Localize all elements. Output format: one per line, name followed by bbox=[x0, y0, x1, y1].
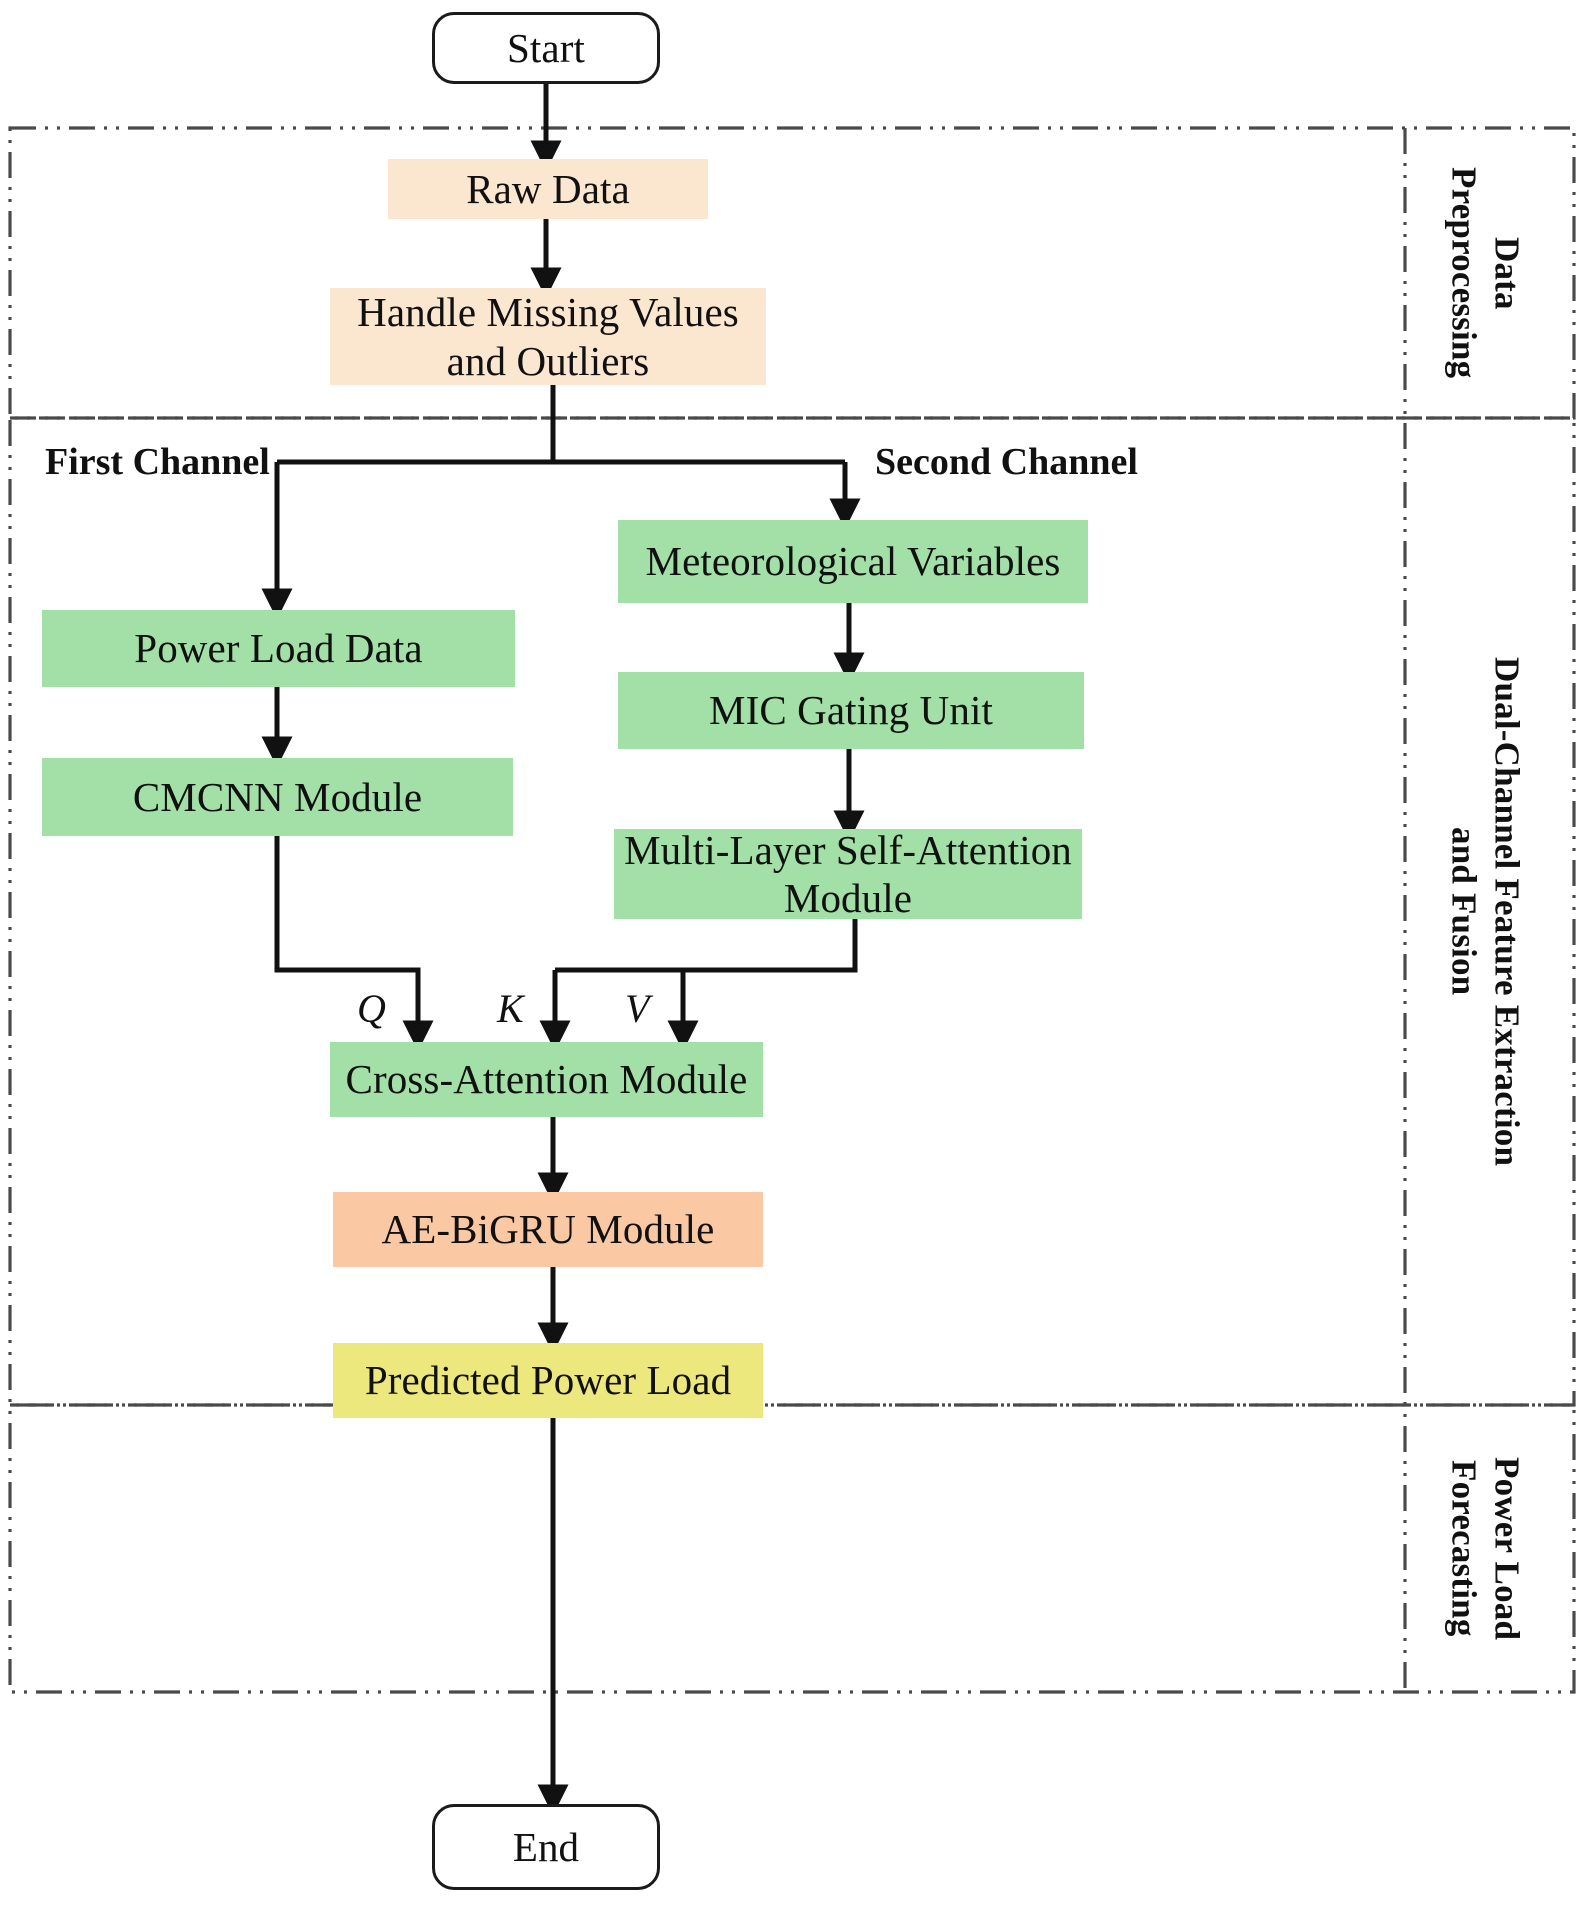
region-border-power-load-forecasting bbox=[8, 1403, 1576, 1694]
node-multi-layer-self-attention-label: Multi-Layer Self-Attention Module bbox=[624, 826, 1072, 921]
node-mic-gating-unit[interactable]: MIC Gating Unit bbox=[618, 672, 1084, 749]
region-label-dual-channel-text: Dual-Channel Feature Extraction and Fusi… bbox=[1444, 656, 1527, 1167]
label-first-channel: First Channel bbox=[45, 440, 270, 484]
node-raw-data-label: Raw Data bbox=[466, 165, 630, 212]
region-label-data-preprocessing-text: Data Preprocessing bbox=[1444, 167, 1527, 379]
region-label-data-preprocessing: Data Preprocessing bbox=[1412, 132, 1570, 414]
node-handle-missing-values[interactable]: Handle Missing Values and Outliers bbox=[330, 288, 766, 385]
node-raw-data[interactable]: Raw Data bbox=[388, 159, 708, 219]
node-start[interactable]: Start bbox=[432, 12, 660, 84]
node-mic-gating-unit-label: MIC Gating Unit bbox=[709, 687, 993, 734]
node-handle-missing-values-label: Handle Missing Values and Outliers bbox=[357, 289, 739, 384]
region-label-power-load-forecasting: Power Load Forecasting bbox=[1412, 1409, 1570, 1688]
region-border-data-preprocessing bbox=[8, 126, 1576, 420]
node-power-load-data-label: Power Load Data bbox=[134, 625, 423, 672]
node-start-label: Start bbox=[507, 24, 585, 71]
label-key-k-text: K bbox=[497, 986, 524, 1031]
node-ae-bigru-module-label: AE-BiGRU Module bbox=[381, 1206, 715, 1253]
node-ae-bigru-module[interactable]: AE-BiGRU Module bbox=[333, 1192, 763, 1267]
label-second-channel: Second Channel bbox=[875, 440, 1138, 484]
node-end-label: End bbox=[512, 1823, 580, 1870]
region-label-dual-channel: Dual-Channel Feature Extraction and Fusi… bbox=[1412, 422, 1570, 1401]
node-meteorological-variables-label: Meteorological Variables bbox=[645, 538, 1061, 585]
connector-self-attention-trunk bbox=[555, 919, 858, 973]
region-label-power-load-forecasting-text: Power Load Forecasting bbox=[1444, 1456, 1527, 1641]
node-multi-layer-self-attention[interactable]: Multi-Layer Self-Attention Module bbox=[614, 827, 1082, 921]
node-cross-attention-module-label: Cross-Attention Module bbox=[345, 1056, 748, 1103]
node-meteorological-variables[interactable]: Meteorological Variables bbox=[618, 520, 1088, 603]
node-power-load-data[interactable]: Power Load Data bbox=[42, 610, 515, 687]
node-predicted-power-load-label: Predicted Power Load bbox=[364, 1357, 732, 1404]
label-first-channel-text: First Channel bbox=[45, 441, 270, 483]
label-value-v: V bbox=[625, 985, 649, 1032]
node-end[interactable]: End bbox=[432, 1804, 660, 1890]
label-query-q-text: Q bbox=[357, 986, 386, 1031]
node-cmcnn-module[interactable]: CMCNN Module bbox=[42, 758, 513, 836]
label-key-k: K bbox=[497, 985, 524, 1032]
connector-cmcnn-to-cross-attention-q bbox=[274, 836, 434, 1052]
label-query-q: Q bbox=[357, 985, 386, 1032]
node-predicted-power-load[interactable]: Predicted Power Load bbox=[333, 1343, 763, 1418]
node-cross-attention-module[interactable]: Cross-Attention Module bbox=[330, 1042, 763, 1117]
label-value-v-text: V bbox=[625, 986, 650, 1031]
label-second-channel-text: Second Channel bbox=[875, 441, 1138, 483]
node-cmcnn-module-label: CMCNN Module bbox=[132, 773, 423, 820]
